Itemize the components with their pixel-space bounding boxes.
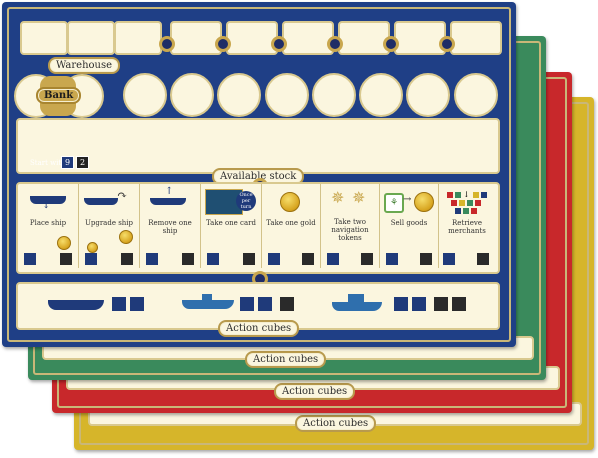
cube-slot[interactable] xyxy=(420,253,432,265)
arrow-right-icon: → xyxy=(403,194,412,205)
action-upgrade-ship[interactable]: ↷ Upgrade ship xyxy=(79,184,140,268)
cube-slot[interactable] xyxy=(182,253,194,265)
action-take-card[interactable]: Once per turn Take one card xyxy=(201,184,262,268)
cube-slot[interactable] xyxy=(477,253,489,265)
cube-slot[interactable] xyxy=(121,253,133,265)
cube-slot[interactable] xyxy=(243,253,255,265)
cube-slot[interactable] xyxy=(258,297,272,311)
compass-icon: ✵ xyxy=(352,188,366,207)
cube-slot[interactable] xyxy=(268,253,280,265)
ship-icon xyxy=(84,198,118,205)
gold-coin-icon xyxy=(57,236,71,250)
action-cubes-label: Action cubes xyxy=(295,415,377,432)
action-remove-ship[interactable]: ↑ Remove one ship xyxy=(140,184,201,268)
blue-player-board: Warehouse Bank Start with: 9 2 Available… xyxy=(2,2,516,347)
action-cubes-label: Action cubes xyxy=(274,383,356,400)
cube-slot[interactable] xyxy=(112,297,126,311)
cube-slot[interactable] xyxy=(85,253,97,265)
bank-label: Bank xyxy=(36,87,82,104)
cube-slot[interactable] xyxy=(302,253,314,265)
warehouse-slot[interactable] xyxy=(20,21,68,55)
action-cubes-label: Action cubes xyxy=(218,320,300,337)
chain-link-icon xyxy=(159,36,175,52)
action-place-ship[interactable]: ↓ Place ship xyxy=(18,184,79,268)
stock-circle[interactable] xyxy=(312,73,356,117)
chain-link-icon xyxy=(383,36,399,52)
available-stock-area[interactable] xyxy=(16,118,500,174)
stock-circle[interactable] xyxy=(265,73,309,117)
warehouse-slot[interactable] xyxy=(226,21,278,55)
ship-small-icon xyxy=(48,300,104,310)
cube-slot[interactable] xyxy=(130,297,144,311)
compass-icon: ✵ xyxy=(331,188,345,207)
ship-large-icon xyxy=(348,294,364,303)
cube-slot[interactable] xyxy=(280,297,294,311)
once-per-turn-badge: Once per turn xyxy=(236,191,256,211)
warehouse-slot[interactable] xyxy=(114,21,162,55)
cube-slot[interactable] xyxy=(412,297,426,311)
warehouse-slot[interactable] xyxy=(170,21,222,55)
goods-icon: ⚘ xyxy=(384,193,404,213)
cube-slot[interactable] xyxy=(60,253,72,265)
ship-medium-icon xyxy=(202,294,212,301)
warehouse-label: Warehouse xyxy=(48,57,121,74)
cube-slot[interactable] xyxy=(24,253,36,265)
start-value-gold: 9 xyxy=(61,156,74,169)
cube-slot[interactable] xyxy=(434,297,448,311)
cube-slot[interactable] xyxy=(146,253,158,265)
cube-slot[interactable] xyxy=(443,253,455,265)
gold-coin-icon xyxy=(119,230,133,244)
action-take-gold[interactable]: Take one gold xyxy=(262,184,321,268)
ship-icon xyxy=(150,198,186,205)
start-with-label: Start with: xyxy=(30,159,69,167)
cube-slot[interactable] xyxy=(386,253,398,265)
stock-circle[interactable] xyxy=(170,73,214,117)
chain-link-icon xyxy=(215,36,231,52)
cube-slot[interactable] xyxy=(394,297,408,311)
chain-link-icon xyxy=(439,36,455,52)
warehouse-slot[interactable] xyxy=(338,21,390,55)
chain-link-icon xyxy=(271,36,287,52)
warehouse-slot[interactable] xyxy=(450,21,502,55)
stock-circle[interactable] xyxy=(454,73,498,117)
action-retrieve-merchants[interactable]: ↓ Retrieve merchants xyxy=(439,184,495,268)
warehouse-slot[interactable] xyxy=(67,21,115,55)
chain-link-icon xyxy=(327,36,343,52)
ship-large-icon xyxy=(332,302,382,311)
cube-slot[interactable] xyxy=(240,297,254,311)
arrow-down-icon: ↓ xyxy=(42,200,51,211)
action-sell-goods[interactable]: ⚘ → Sell goods xyxy=(380,184,439,268)
stock-circle[interactable] xyxy=(123,73,167,117)
gold-coin-icon xyxy=(280,192,300,212)
cube-slot[interactable] xyxy=(327,253,339,265)
merchants-icon: ↓ xyxy=(447,190,487,214)
ship-medium-icon xyxy=(182,300,234,309)
start-value-cubes: 2 xyxy=(76,156,89,169)
stock-circle[interactable] xyxy=(217,73,261,117)
arrow-up-icon: ↑ xyxy=(165,186,174,197)
warehouse-slot[interactable] xyxy=(394,21,446,55)
warehouse-slot[interactable] xyxy=(282,21,334,55)
curved-arrow-icon: ↷ xyxy=(117,188,128,202)
cube-slot[interactable] xyxy=(452,297,466,311)
cube-slot[interactable] xyxy=(361,253,373,265)
action-cubes-label: Action cubes xyxy=(245,351,327,368)
stock-circle[interactable] xyxy=(406,73,450,117)
cube-slot[interactable] xyxy=(207,253,219,265)
action-take-navigation-tokens[interactable]: ✵ ✵ Take two navigation tokens xyxy=(321,184,380,268)
gold-coin-icon xyxy=(414,192,434,212)
gold-coin-icon xyxy=(87,242,98,253)
ship-icon xyxy=(30,196,66,204)
stock-circle[interactable] xyxy=(359,73,403,117)
